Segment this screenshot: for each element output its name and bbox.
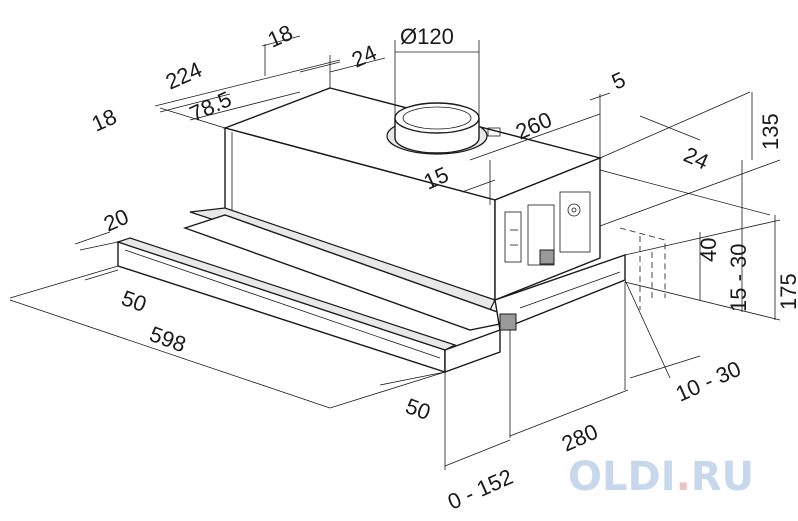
dim-5: 5: [608, 67, 629, 95]
dim-15-30: 15 - 30: [726, 244, 751, 313]
dim-50-left: 50: [118, 285, 150, 317]
dim-224: 224: [162, 57, 206, 95]
watermark-tld: RU: [691, 454, 754, 500]
dim-40: 40: [696, 238, 721, 262]
extraction-tray: [116, 207, 626, 373]
dim-598: 598: [146, 321, 189, 357]
dim-78-5: 78.5: [186, 86, 235, 126]
dim-50-bottom: 50: [402, 393, 434, 425]
dim-20: 20: [100, 204, 133, 237]
dim-18-left: 18: [88, 104, 121, 137]
dim-outlet-diameter: Ø120: [400, 24, 454, 49]
dim-0-152: 0 - 152: [444, 464, 517, 515]
dim-24-top: 24: [348, 40, 381, 73]
svg-text:OLDI.RU: OLDI.RU: [568, 454, 754, 500]
dim-280: 280: [558, 419, 602, 457]
dim-175: 175: [776, 273, 798, 310]
dimension-lines: [9, 35, 781, 470]
outlet-collar: [386, 40, 501, 155]
watermark-logo: OLDI.RU: [568, 454, 754, 500]
dim-10-30: 10 - 30: [672, 356, 745, 407]
dim-18-top: 18: [264, 20, 297, 53]
watermark-dot: .: [676, 454, 691, 500]
dim-24-right: 24: [680, 142, 713, 175]
watermark-main: OLDI: [568, 454, 676, 500]
dim-135: 135: [758, 113, 783, 150]
cabinet-outline: [619, 227, 666, 310]
